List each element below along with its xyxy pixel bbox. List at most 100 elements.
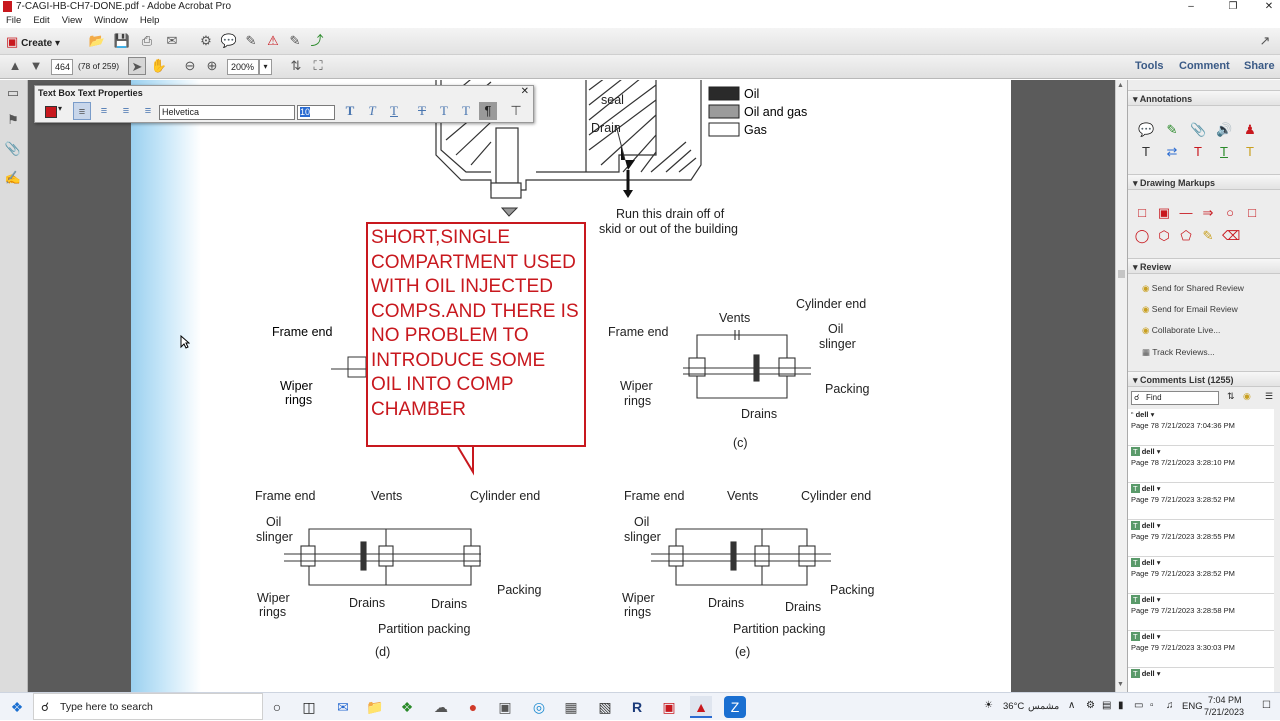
document-scrollbar[interactable]: ▲ ▼ [1115,80,1127,692]
export-icon[interactable]: ⤴ [310,33,324,48]
select-tool-icon[interactable]: ➤ [128,57,146,75]
weather-icon[interactable]: ☀ [984,700,993,711]
app-icon-5[interactable]: ▣ [662,699,676,715]
line-spacing-icon[interactable]: ¶ [479,102,497,120]
print-icon[interactable]: ⎙ [141,33,153,48]
annotations-header[interactable]: ▾ Annotations [1128,90,1280,106]
arrow-tool-icon[interactable]: ⇒ [1202,205,1214,220]
close-button[interactable]: ✕ [1264,1,1274,12]
menu-window[interactable]: Window [94,15,128,26]
fit-width-icon[interactable]: ⛶ [313,58,323,73]
fit-page-icon[interactable]: ⇅ [290,58,302,73]
color-picker-icon[interactable] [45,106,57,118]
insert-text-icon[interactable]: T [1142,144,1150,159]
clock-date[interactable]: 7/21/2023 [1204,707,1245,717]
task-view-icon[interactable]: ◫ [302,699,316,715]
attach-file-icon[interactable]: 📎 [1190,122,1207,137]
textbox-tool-icon[interactable]: □ [1138,205,1146,220]
comment-item[interactable]: T dell ▾Page 79 7/21/2023 3:30:03 PM [1128,631,1274,668]
justify-icon[interactable]: ≡ [144,105,152,117]
sticky-note-icon[interactable]: 💬 [1138,122,1155,137]
store-icon[interactable]: ▦ [564,699,578,715]
menu-view[interactable]: View [61,15,83,26]
zoom-dropdown-icon[interactable]: ▾ [259,59,272,75]
comment-item[interactable]: T dell ▾ [1128,668,1274,692]
add-note-text-icon[interactable]: T [1246,144,1254,159]
save-icon[interactable]: 💾 [113,33,131,48]
share-tab[interactable]: Share [1244,60,1275,72]
drawing-markups-header[interactable]: ▾ Drawing Markups [1128,174,1280,190]
highlight-text-icon[interactable]: ✎ [1166,122,1178,137]
underline-icon[interactable]: T [390,103,398,118]
polygon-tool-icon[interactable]: ⬡ [1158,228,1170,243]
tray-chevron-icon[interactable]: ∧ [1068,700,1076,711]
sort-icon[interactable]: ⇅ [1227,391,1235,401]
app-icon-1[interactable]: ❖ [400,699,414,715]
tray-icon-1[interactable]: ⚙ [1086,700,1095,711]
hand-tool-icon[interactable]: ✋ [150,58,168,73]
revit-icon[interactable]: R [631,699,643,715]
network-icon[interactable]: ▫ [1150,700,1154,711]
comments-find-input[interactable]: ☌Find [1131,391,1219,405]
comment-item[interactable]: T dell ▾Page 79 7/21/2023 3:28:52 PM [1128,483,1274,520]
track-reviews-link[interactable]: ▦ Track Reviews... [1142,347,1215,357]
clock-time[interactable]: 7:04 PM [1208,695,1242,705]
collaborate-live-link[interactable]: ◉ Collaborate Live... [1142,325,1221,335]
char-spacing-icon[interactable]: ⊤ [510,103,522,118]
zoom-in-icon[interactable]: ⊕ [206,58,218,73]
oval-tool-icon[interactable]: ○ [1226,205,1234,220]
callout-text-box[interactable]: SHORT,SINGLE COMPARTMENT USED WITH OIL I… [366,222,586,447]
maximize-button[interactable]: ❐ [1228,1,1238,12]
acrobat-taskbar-icon[interactable]: ▲ [690,696,712,718]
app-icon-4[interactable]: ▧ [598,699,612,715]
menu-file[interactable]: File [6,15,22,26]
comment-item[interactable]: T dell ▾Page 79 7/21/2023 3:28:58 PM [1128,594,1274,631]
send-email-review-link[interactable]: ◉ Send for Email Review [1142,304,1238,314]
open-icon[interactable]: 📂 [88,33,106,48]
minimize-button[interactable]: – [1188,1,1194,12]
send-shared-review-link[interactable]: ◉ Send for Shared Review [1142,283,1244,293]
comment-item[interactable]: “ dell ▾Page 78 7/21/2023 7:04:36 PM [1128,409,1274,446]
font-size-select[interactable]: 10 [297,105,335,120]
font-family-select[interactable]: Helvetica [159,105,295,120]
subscript-icon[interactable]: T [462,103,470,118]
comments-list-header[interactable]: ▾ Comments List (1255) [1128,371,1280,387]
rectangle-tool-icon[interactable]: □ [1248,205,1256,220]
app-icon-2[interactable]: ☁ [434,699,448,715]
chrome-icon[interactable]: ● [468,699,478,715]
review-header[interactable]: ▾ Review [1128,258,1280,274]
align-right-icon[interactable]: ≡ [122,105,130,117]
taskbar-search-box[interactable]: ☌ Type here to search [33,693,263,720]
scroll-down-icon[interactable]: ▼ [1117,681,1124,688]
redact-icon[interactable]: ⚠ [267,33,279,48]
pencil-tool-icon[interactable]: ✎ [1202,228,1214,243]
menu-edit[interactable]: Edit [33,15,50,26]
language-indicator[interactable]: ENG [1182,701,1203,712]
comment-item[interactable]: T dell ▾Page 78 7/21/2023 3:28:10 PM [1128,446,1274,483]
line-tool-icon[interactable]: — [1179,205,1193,220]
menu-help[interactable]: Help [139,15,160,26]
strikeout-icon[interactable]: T [1194,144,1202,159]
app-icon-3[interactable]: ▣ [498,699,512,715]
cloud-tool-icon[interactable]: ◯ [1134,228,1150,243]
underline-text-icon[interactable]: T [1220,144,1228,159]
stamp-tool-icon[interactable]: ♟ [1244,122,1256,137]
callout-tool-icon[interactable]: ▣ [1157,205,1171,220]
stamp-icon[interactable]: ✎ [245,33,257,48]
page-number-input[interactable]: 464 [51,59,73,75]
page-thumbnails-icon[interactable]: ▭ [6,85,20,100]
comment-icon[interactable]: 💬 [220,33,238,48]
superscript-icon[interactable]: T [440,103,448,118]
tray-icon-3[interactable]: ▮ [1118,700,1124,711]
mail-app-icon[interactable]: ✉ [337,699,349,715]
scroll-up-icon[interactable]: ▲ [1117,82,1124,89]
comment-tab[interactable]: Comment [1179,60,1230,72]
tools-tab[interactable]: Tools [1135,60,1164,72]
expand-icon[interactable]: ↗ [1259,33,1271,48]
polyline-tool-icon[interactable]: ⬠ [1180,228,1192,243]
prev-page-icon[interactable]: ▲ [8,58,22,73]
tray-icon-2[interactable]: ▤ [1102,700,1112,711]
eraser-tool-icon[interactable]: ⌫ [1222,228,1241,243]
align-center-icon[interactable]: ≡ [100,105,108,117]
battery-icon[interactable]: ▭ [1134,700,1144,711]
